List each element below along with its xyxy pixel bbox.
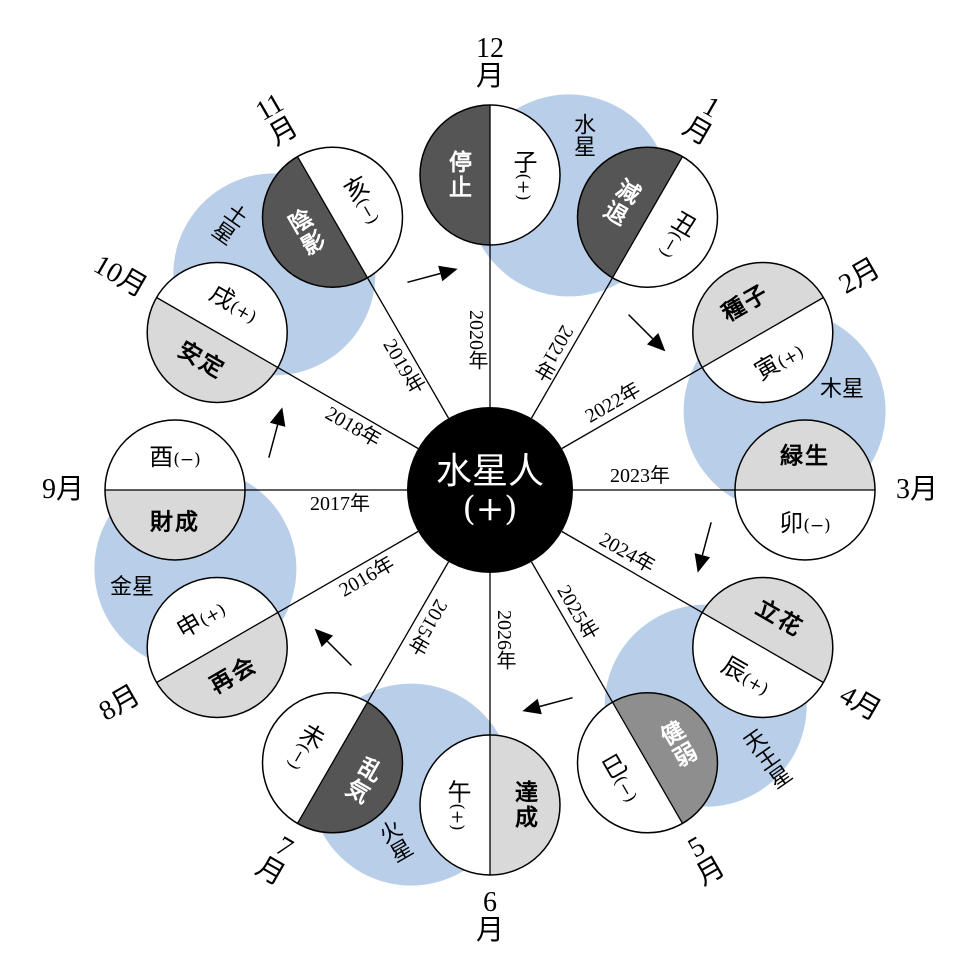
year-line-4 bbox=[561, 530, 824, 684]
phase-word: 財成 bbox=[150, 509, 200, 536]
direction-arrow-icon bbox=[628, 314, 666, 352]
phase-half bbox=[577, 147, 683, 278]
year-label: 2026年 bbox=[493, 610, 515, 670]
year-line-11 bbox=[296, 156, 450, 419]
year-line-2 bbox=[561, 296, 824, 450]
month-unit: 月 bbox=[475, 61, 505, 92]
phase-word: 達成 bbox=[510, 780, 537, 830]
year-label: 2017年 bbox=[310, 493, 370, 515]
phase-word: 停止 bbox=[444, 150, 471, 200]
center-label: 水星人 (+) bbox=[407, 407, 573, 573]
direction-arrow-icon bbox=[522, 696, 573, 715]
phase-half bbox=[147, 297, 278, 403]
month-number: 12 bbox=[475, 33, 504, 64]
earthly-branch: 午(+) bbox=[443, 779, 471, 831]
center-circle bbox=[407, 407, 573, 573]
month-circle-outline bbox=[146, 261, 288, 404]
month-circle-outline bbox=[261, 692, 404, 834]
planet-label: 金星 bbox=[109, 575, 155, 600]
month-unit: 月 bbox=[475, 915, 505, 946]
planet-label: 木星 bbox=[819, 377, 865, 402]
month-circle-outline bbox=[261, 146, 404, 288]
year-label: 2023年 bbox=[610, 465, 670, 487]
branch-char: 酉 bbox=[149, 443, 174, 471]
branch-sign: (+) bbox=[513, 173, 533, 201]
branch-sign: (−) bbox=[803, 516, 831, 536]
month-number: 6 bbox=[482, 887, 497, 918]
direction-arrow-icon bbox=[314, 628, 352, 666]
year-label: 2020年 bbox=[465, 310, 487, 370]
month-circle-outline bbox=[419, 104, 561, 246]
branch-char: 卯 bbox=[779, 509, 804, 537]
year-line-7 bbox=[296, 561, 450, 824]
phase-half bbox=[156, 612, 288, 718]
phase-half bbox=[612, 692, 718, 824]
planet-label: 水星 bbox=[570, 113, 595, 157]
month-unit: 月 bbox=[909, 474, 939, 505]
branch-sign: (−) bbox=[173, 450, 201, 470]
month-circle-outline bbox=[734, 419, 876, 561]
phase-half bbox=[105, 490, 245, 560]
year-line-1 bbox=[530, 156, 684, 419]
month-number: 3 bbox=[895, 474, 910, 505]
earthly-branch: 酉(−) bbox=[149, 445, 201, 469]
branch-char: 午 bbox=[443, 779, 471, 804]
phase-half bbox=[702, 577, 833, 683]
phase-half bbox=[420, 105, 490, 245]
month-circle-outline bbox=[419, 734, 561, 876]
year-line-8 bbox=[156, 530, 419, 684]
month-unit: 月 bbox=[55, 474, 85, 505]
month-circle-outline bbox=[692, 261, 834, 404]
earthly-branch: 卯(−) bbox=[779, 511, 831, 535]
phase-half bbox=[735, 420, 875, 490]
phase-half bbox=[262, 156, 368, 288]
center-sign: (+) bbox=[462, 489, 518, 530]
month-circle-outline bbox=[104, 419, 246, 561]
branch-sign: (+) bbox=[447, 803, 467, 831]
year-line-10 bbox=[156, 296, 419, 450]
phase-half bbox=[490, 735, 560, 875]
month-circle-outline bbox=[576, 146, 719, 288]
direction-arrow-icon bbox=[407, 265, 458, 284]
branch-char: 子 bbox=[509, 149, 537, 174]
month-circle-outline bbox=[146, 576, 288, 719]
direction-arrow-icon bbox=[268, 407, 286, 458]
phase-half bbox=[692, 262, 824, 368]
phase-half bbox=[297, 702, 403, 833]
year-line-5 bbox=[530, 561, 684, 824]
phase-word: 緑生 bbox=[780, 443, 830, 470]
earthly-branch: 子(+) bbox=[509, 149, 537, 201]
center-name: 水星人 bbox=[435, 450, 544, 492]
month-number: 9 bbox=[41, 474, 56, 505]
month-circle-outline bbox=[576, 692, 719, 834]
direction-arrow-icon bbox=[694, 522, 712, 573]
month-circle-outline bbox=[692, 576, 834, 719]
